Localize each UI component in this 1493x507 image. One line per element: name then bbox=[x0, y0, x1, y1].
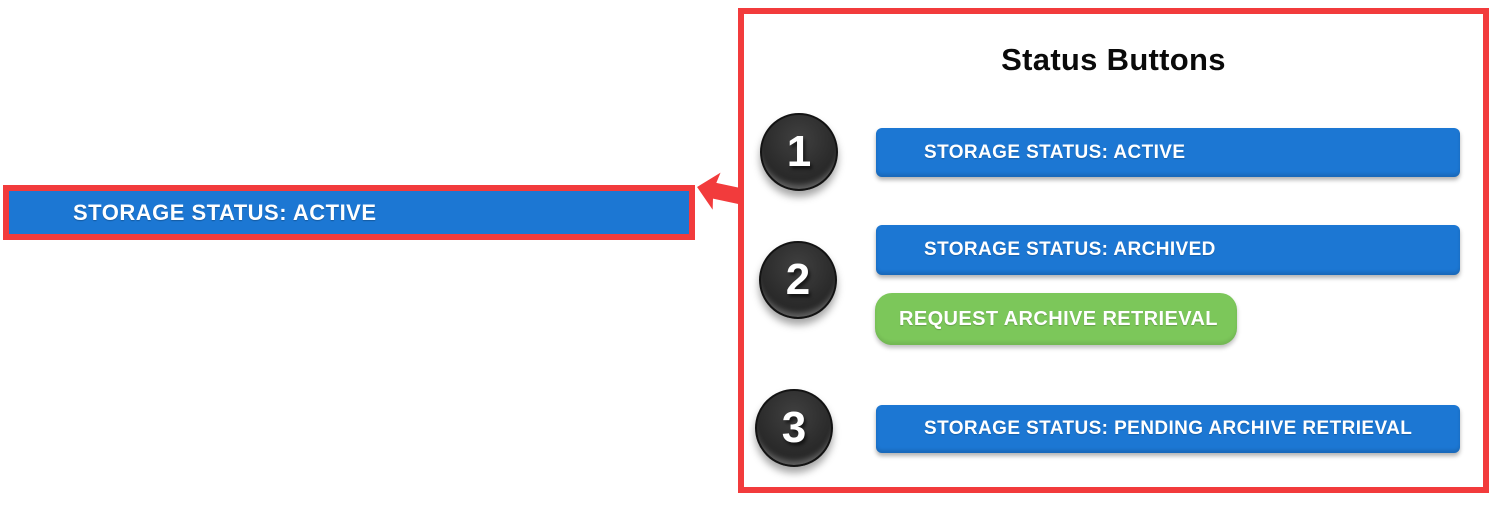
storage-status-pending-archive-retrieval-button[interactable]: STORAGE STATUS: PENDING ARCHIVE RETRIEVA… bbox=[876, 405, 1460, 453]
step-2-badge: 2 bbox=[759, 241, 837, 319]
panel-title: Status Buttons bbox=[1001, 42, 1226, 77]
storage-status-active-button[interactable]: STORAGE STATUS: ACTIVE bbox=[876, 128, 1460, 177]
step-3-number: 3 bbox=[781, 403, 807, 452]
status-buttons-panel: Status Buttons 1 STORAGE STATUS: ACTIVE … bbox=[738, 8, 1489, 493]
step-2-number: 2 bbox=[785, 255, 811, 304]
step-1-badge: 1 bbox=[760, 113, 838, 191]
storage-status-archived-button[interactable]: STORAGE STATUS: ARCHIVED bbox=[876, 225, 1460, 275]
callout-arrow-icon bbox=[697, 172, 746, 210]
request-archive-retrieval-button[interactable]: REQUEST ARCHIVE RETRIEVAL bbox=[875, 293, 1237, 345]
step-3-badge: 3 bbox=[755, 389, 833, 467]
storage-status-active-button-highlighted[interactable]: STORAGE STATUS: ACTIVE bbox=[9, 191, 689, 234]
step-1-number: 1 bbox=[786, 127, 812, 176]
highlight-border: STORAGE STATUS: ACTIVE bbox=[3, 185, 695, 240]
